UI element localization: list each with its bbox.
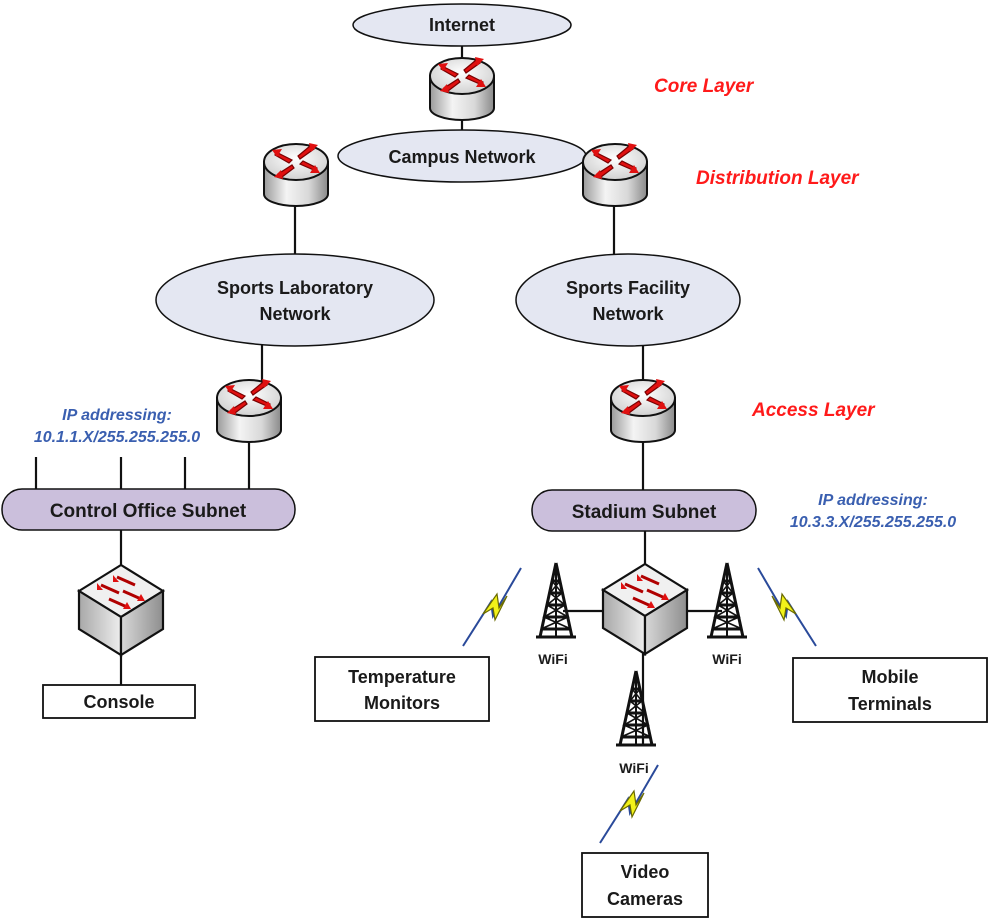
access-layer-label: Access Layer <box>751 400 876 421</box>
facility-network-label-line1: Sports Facility <box>566 278 690 298</box>
console-label: Console <box>83 692 154 712</box>
control-office-subnet-label: Control Office Subnet <box>50 501 247 522</box>
temperature-monitors-label-line1: Temperature <box>348 667 456 687</box>
video-cameras-device[interactable]: Video Cameras <box>581 852 709 918</box>
wifi-tower-bottom-icon <box>614 669 658 747</box>
internet-label: Internet <box>429 15 495 35</box>
facility-network-label-line2: Network <box>592 304 664 324</box>
distribution-layer-label: Distribution Layer <box>696 168 860 189</box>
mobile-terminals-label-line1: Mobile <box>862 667 919 687</box>
video-cameras-label-line2: Cameras <box>607 889 683 909</box>
ip-addressing-left-value: 10.1.1.X/255.255.255.0 <box>34 429 200 446</box>
core-layer-label: Core Layer <box>654 76 755 97</box>
stadium-subnet[interactable]: Stadium Subnet <box>531 489 757 532</box>
wifi-right-label: WiFi <box>712 651 741 667</box>
control-office-switch-icon[interactable] <box>77 563 165 657</box>
lab-network-label-line2: Network <box>259 304 331 324</box>
core-router-icon[interactable] <box>429 56 495 121</box>
campus-network-label: Campus Network <box>388 147 536 167</box>
sports-facility-network-cloud[interactable]: Sports Facility Network <box>515 253 741 347</box>
video-cameras-label-line1: Video <box>621 862 670 882</box>
stadium-switch-icon[interactable] <box>601 562 689 656</box>
control-office-subnet[interactable]: Control Office Subnet <box>1 488 296 531</box>
mobile-terminals-label-line2: Terminals <box>848 694 932 714</box>
wireless-bolt-left-icon <box>462 567 522 647</box>
access-router-right-icon[interactable] <box>610 378 676 443</box>
stadium-subnet-label: Stadium Subnet <box>572 502 717 523</box>
internet-cloud[interactable]: Internet <box>352 3 572 47</box>
console-device[interactable]: Console <box>42 684 196 719</box>
wireless-bolt-bottom-icon <box>599 764 659 844</box>
wifi-bottom-label: WiFi <box>619 760 648 776</box>
temperature-monitors-device[interactable]: Temperature Monitors <box>314 656 490 722</box>
ip-addressing-left-label: IP addressing: <box>62 407 172 424</box>
wifi-tower-left-icon <box>534 561 578 639</box>
temperature-monitors-label-line2: Monitors <box>364 693 440 713</box>
wireless-bolt-right-icon <box>757 567 817 647</box>
ip-addressing-right-value: 10.3.3.X/255.255.255.0 <box>790 514 956 531</box>
mobile-terminals-device[interactable]: Mobile Terminals <box>792 657 988 723</box>
campus-network-cloud[interactable]: Campus Network <box>337 129 587 183</box>
lab-network-label-line1: Sports Laboratory <box>217 278 373 298</box>
access-router-left-icon[interactable] <box>216 378 282 443</box>
wifi-tower-right-icon <box>705 561 749 639</box>
distribution-router-left-icon[interactable] <box>263 142 329 207</box>
wifi-left-label: WiFi <box>538 651 567 667</box>
ip-addressing-right-label: IP addressing: <box>818 492 928 509</box>
distribution-router-right-icon[interactable] <box>582 142 648 207</box>
sports-laboratory-network-cloud[interactable]: Sports Laboratory Network <box>155 253 435 347</box>
